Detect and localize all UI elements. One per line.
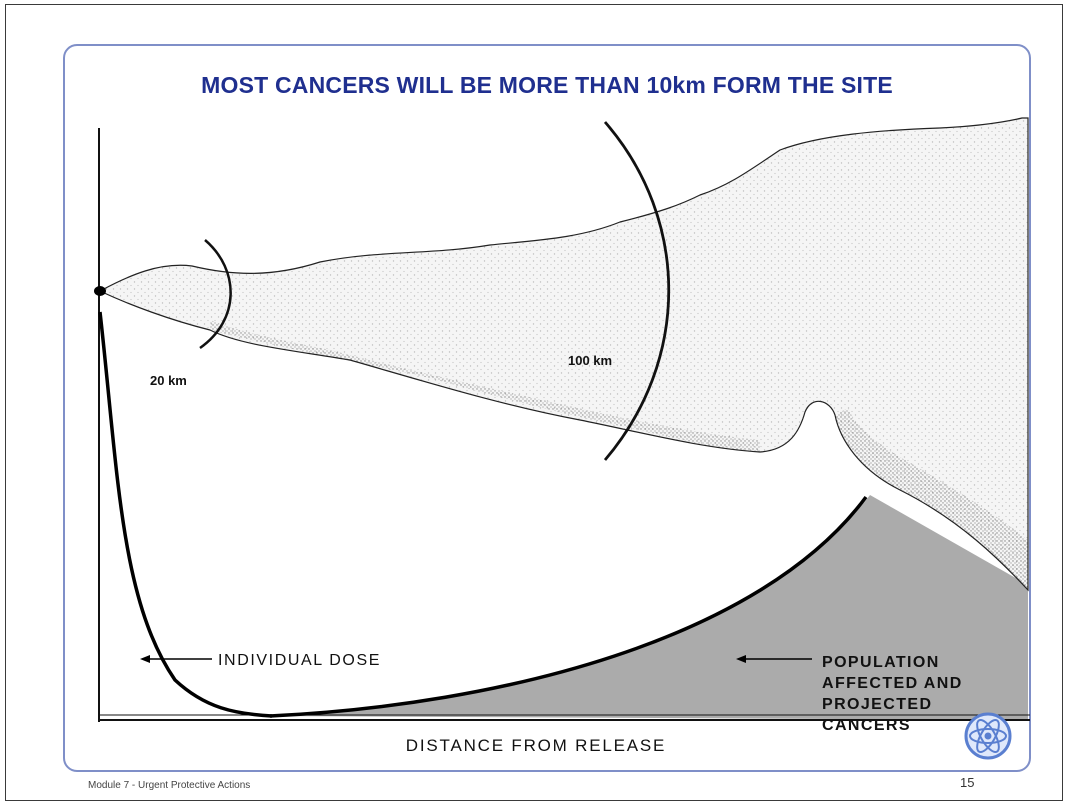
footer-module-text: Module 7 - Urgent Protective Actions: [88, 780, 250, 791]
x-axis-label: DISTANCE FROM RELEASE: [0, 736, 1072, 756]
population-label-line: AFFECTED AND: [822, 673, 963, 694]
population-label-line: POPULATION: [822, 652, 963, 673]
population-label: POPULATION AFFECTED AND PROJECTED CANCER…: [822, 652, 963, 736]
individual-dose-label: INDIVIDUAL DOSE: [218, 652, 381, 670]
release-source-dot: [94, 286, 106, 296]
page-number: 15: [960, 775, 974, 790]
ring-20km-label: 20 km: [150, 373, 187, 388]
population-label-line: CANCERS: [822, 715, 963, 736]
ring-100km-label: 100 km: [568, 353, 612, 368]
population-label-line: PROJECTED: [822, 694, 963, 715]
